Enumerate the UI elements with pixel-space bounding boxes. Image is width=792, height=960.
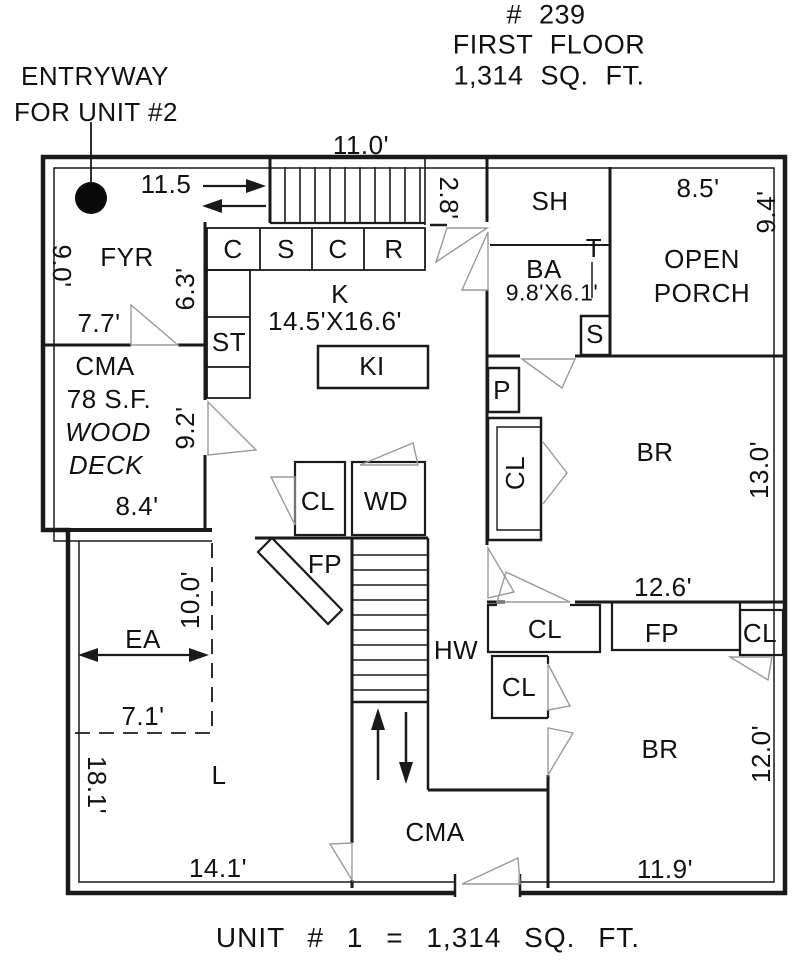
stairs-lower [352,554,428,704]
door-swings [130,227,773,885]
door-bedroom1-bottom [496,571,571,603]
kitchen-island [316,344,430,390]
door-main-entry [461,856,521,885]
dim-stairs-width: 11.0' [332,130,390,160]
door-living-cma [328,842,353,883]
room-label-porch-2: PORCH [653,278,751,308]
entry-dot [75,122,107,214]
dim-living-depth: 18.1' [82,755,112,815]
toilet-label: T [585,233,603,263]
stove-label: ST [211,327,247,357]
door-bathroom [460,231,489,291]
room-label-porch-1: OPEN [664,244,740,274]
door-deck-kitchen [207,400,258,456]
dim-foyer-right: 6.3' [170,267,200,311]
footer-summary: UNIT # 1 = 1,314 SQ. FT. [215,922,641,953]
fireplace-bedroom2-label: FP [644,618,680,648]
closet-mid-label: CL [300,486,336,516]
washer-dryer-label: WD [363,486,409,516]
counter-cell-c2: C [328,234,348,264]
bedroom1-closet [486,366,543,542]
counter-cell-c1: C [223,234,243,264]
dim-foyer-left: 9.0' [47,244,77,288]
dim-bedroom1-depth: 13.0' [744,440,774,500]
closet-bedroom2-label: CL [742,618,778,648]
dim-bedroom2-depth: 12.0' [746,724,776,784]
fireplace-main-diagonal [256,536,344,626]
dim-landing: 2.8' [434,176,464,220]
dim-eating-depth: 10.0' [175,570,205,630]
room-label-bedroom2: BR [641,734,679,764]
door-closet-hall-lower [547,663,572,711]
title-area: 1,314 SQ. FT. [453,60,645,91]
door-closet-bedroom2 [727,656,773,682]
counter-cell-s: S [277,234,295,264]
dim-foyer-bottom: 7.7' [77,308,121,338]
title-floor: FIRST FLOOR [452,29,646,60]
kitchen-island-label: KI [359,351,385,381]
eating-area-label: EA [125,624,161,654]
closet-bedroom1-label: CL [500,455,530,491]
entry-note-line1: ENTRYWAY [21,61,169,91]
door-bedroom1-top [519,358,577,390]
deck-label-2: 78 S.F. [66,384,152,414]
hallway-label: HW [433,635,479,665]
stairs-upper [270,157,426,225]
dim-bedroom1-width: 12.6' [633,572,693,602]
common-area-label: CMA [405,817,465,847]
dim-bedroom2-width: 11.9' [636,854,694,884]
dim-porch-depth: 9.4' [751,190,781,234]
foyer-direction-arrows [202,179,266,213]
kitchen-counter [206,227,426,399]
closet-hall-upper-label: CL [527,614,563,644]
dim-foyer-top: 11.5 [140,169,192,199]
pantry-label: P [493,375,511,405]
hall-closets [486,602,785,720]
door-landing [434,227,490,264]
dim-living-width: 14.1' [188,853,248,883]
kitchen-size: 14.5'X16.6' [268,306,402,336]
bottom-entry-opening [453,872,522,898]
stairs-up-down-arrows [371,708,413,784]
room-label-bathroom: BA [526,254,562,284]
bathroom-size: 9.8'X6.1' [505,279,599,306]
room-label-bedroom1: BR [636,437,674,467]
room-label-shower: SH [531,186,569,216]
deck-label-3: WOOD [65,417,151,447]
closet-hall-lower-label: CL [501,672,537,702]
door-washer-dryer [359,442,419,466]
dim-deck-right: 9.2' [170,406,200,450]
door-hallway [487,545,516,599]
deck-label-4: DECK [68,450,144,480]
room-label-living: L [211,760,227,790]
bifold-closet-bedroom1 [542,441,568,505]
eating-area-boundary [75,543,213,734]
door-foyer-deck [130,303,180,346]
fireplace-main-label: FP [307,549,343,579]
dim-deck-bottom: 8.4' [115,491,159,521]
entry-note-line2: FOR UNIT #2 [14,97,178,127]
sink-label: S [586,319,604,349]
bath-fixtures [579,262,612,357]
dim-porch-width: 8.5' [676,173,720,203]
counter-cell-r: R [384,234,404,264]
outer-walls [40,154,788,896]
door-closet-mid [269,476,296,526]
room-label-foyer: FYR [100,242,154,272]
room-label-kitchen: K [331,279,349,309]
title-unit-number: # 239 [506,0,586,30]
dim-eating-bottom: 7.1' [121,701,165,731]
eating-area-arrow [78,648,209,662]
deck-label-1: CMA [75,351,135,381]
door-bedroom2 [547,727,575,778]
